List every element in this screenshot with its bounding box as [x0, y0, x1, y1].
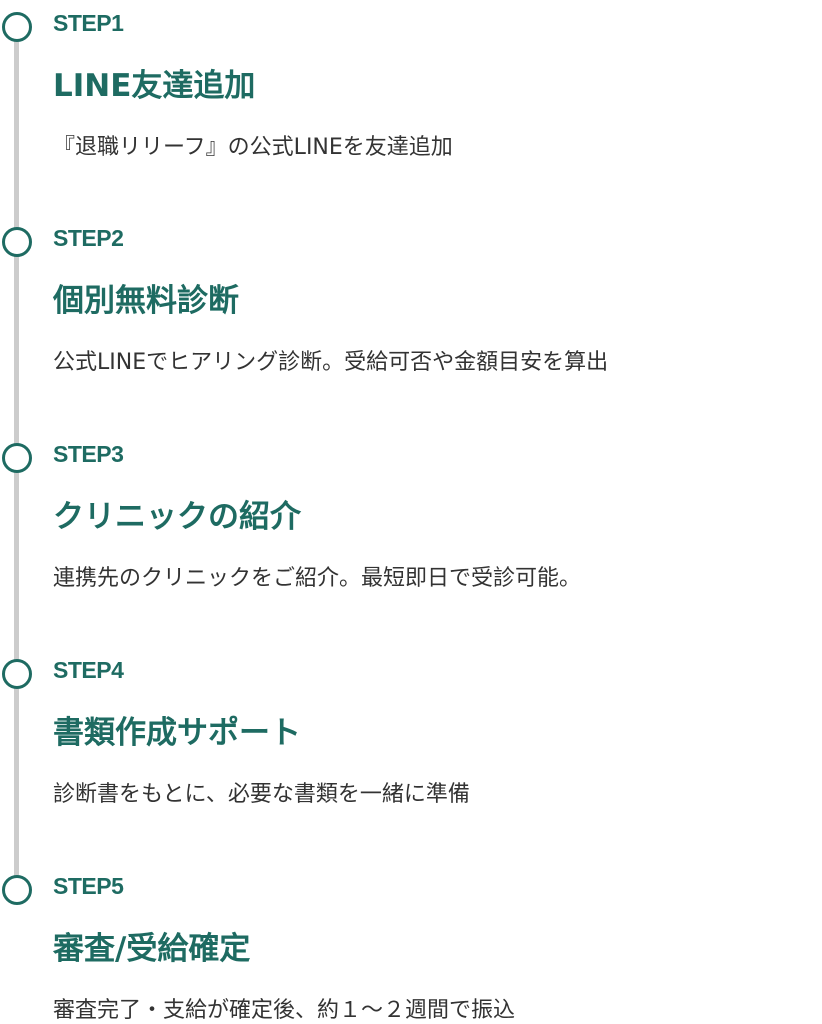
step-label: STEP4: [53, 657, 124, 683]
step-title: LINE友達追加: [53, 68, 256, 104]
step-circle-icon: [2, 12, 32, 42]
step-description: 『退職リリーフ』の公式LINEを友達追加: [53, 135, 453, 160]
step-circle-icon: [2, 659, 32, 689]
step-title: クリニックの紹介: [53, 499, 301, 535]
step-label: STEP5: [53, 873, 124, 899]
step-title: 審査/受給確定: [53, 931, 251, 967]
step-circle-icon: [2, 443, 32, 473]
step-description: 診断書をもとに、必要な書類を一緒に準備: [53, 782, 470, 807]
step-circle-icon: [2, 875, 32, 905]
step-label: STEP3: [53, 441, 124, 467]
step-description: 連携先のクリニックをご紹介。最短即日で受診可能。: [53, 566, 582, 591]
step-description: 審査完了・支給が確定後、約１～２週間で振込: [53, 998, 516, 1023]
step-title: 書類作成サポート: [53, 715, 301, 751]
step-label: STEP1: [53, 10, 124, 36]
step-circle-icon: [2, 227, 32, 257]
step-label: STEP2: [53, 225, 124, 251]
step-description: 公式LINEでヒアリング診断。受給可否や金額目安を算出: [53, 350, 609, 375]
step-title: 個別無料診断: [53, 283, 239, 319]
